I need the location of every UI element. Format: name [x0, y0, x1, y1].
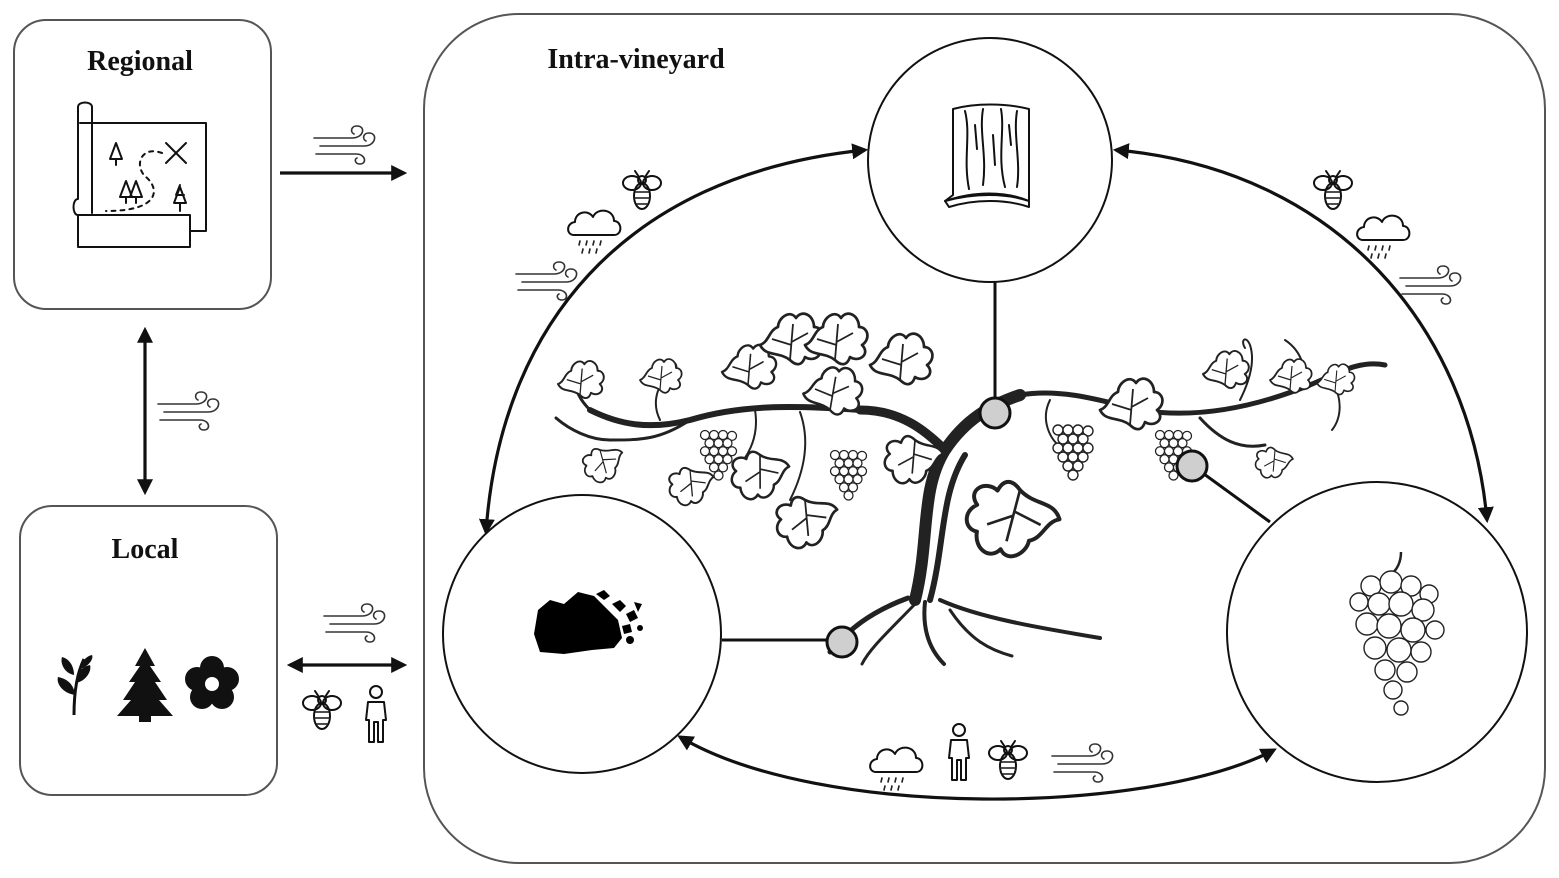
local-vineyard-link	[286, 603, 408, 743]
bee-icon	[302, 690, 342, 730]
wind-icon	[313, 125, 376, 165]
local-panel: Local	[19, 505, 278, 796]
pine-tree-icon	[117, 648, 173, 722]
node-soil	[825, 625, 859, 659]
wood-circle	[867, 37, 1113, 283]
grape-cluster-icon	[1349, 551, 1445, 716]
node-wood	[978, 396, 1012, 430]
arc-soil-wood	[478, 143, 869, 536]
flower-icon	[185, 656, 239, 709]
intra-vineyard-title: Intra-vineyard	[547, 44, 725, 75]
connector-grape	[1203, 472, 1271, 524]
intra-vineyard-panel: Intra-vineyard	[423, 13, 1546, 864]
soil-rock-icon	[534, 590, 643, 654]
local-title: Local	[112, 534, 179, 565]
regional-local-link	[137, 326, 220, 496]
arc-wood-grape	[1112, 143, 1494, 524]
wind-icon	[323, 603, 386, 643]
wind-icon	[157, 391, 220, 431]
treasure-map-icon	[72, 101, 207, 248]
arc-soil-grape	[677, 735, 1277, 801]
soil-circle	[442, 494, 722, 774]
node-grape	[1175, 449, 1209, 483]
grape-circle	[1226, 481, 1528, 783]
regional-title: Regional	[87, 46, 193, 77]
human-icon	[365, 685, 387, 743]
wood-stave-icon	[944, 103, 1030, 208]
regional-panel: Regional	[13, 19, 272, 310]
regional-to-vineyard-link	[280, 125, 408, 181]
plant-sprig-icon	[57, 655, 93, 716]
